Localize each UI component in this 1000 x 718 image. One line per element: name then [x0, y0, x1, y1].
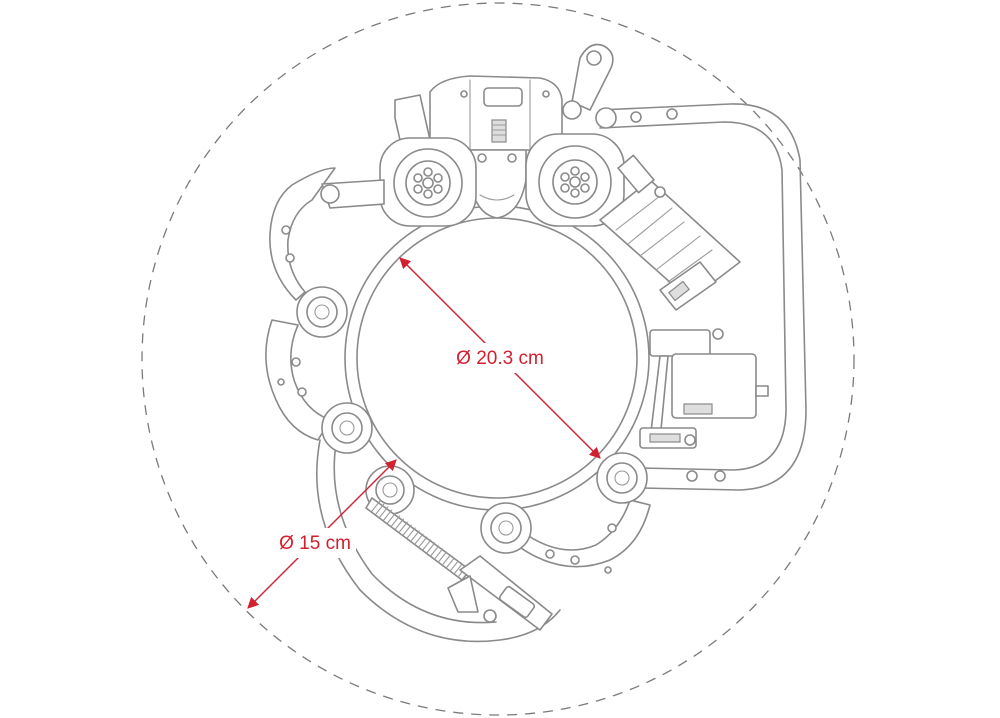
- right-motor-wheel: [525, 133, 625, 227]
- outer-diameter-label: Ø 15 cm: [279, 533, 351, 554]
- right-handle-loop: [599, 103, 807, 491]
- dovetail-clamp: [599, 154, 741, 311]
- left-lower-arc-bracket: [265, 319, 331, 441]
- right-handle-inner: [599, 121, 787, 471]
- left-bracket-holes: [277, 225, 307, 397]
- inner-diameter-label: Ø 20.3 cm: [456, 348, 544, 369]
- left-bracket-arm: [269, 167, 336, 301]
- tilt-lock-lever: [562, 43, 617, 129]
- roller-upper-left: [296, 286, 348, 338]
- bottom-right-arc-bracket: [509, 499, 651, 568]
- roller-bottom: [480, 502, 532, 554]
- roll-motor-block: [639, 328, 769, 449]
- inner-diameter-dimension: Ø 20.3 cm: [399, 257, 601, 459]
- left-arm-link: [320, 179, 385, 209]
- outer-diameter-dimension: Ø 15 cm: [247, 459, 397, 609]
- roller-left: [321, 402, 373, 454]
- bottom-bracket-holes: [545, 523, 617, 574]
- left-motor-wheel: [379, 137, 477, 227]
- roller-right: [596, 452, 648, 504]
- outer-clearance-circle: [141, 2, 855, 716]
- handle-bolts: [630, 108, 726, 482]
